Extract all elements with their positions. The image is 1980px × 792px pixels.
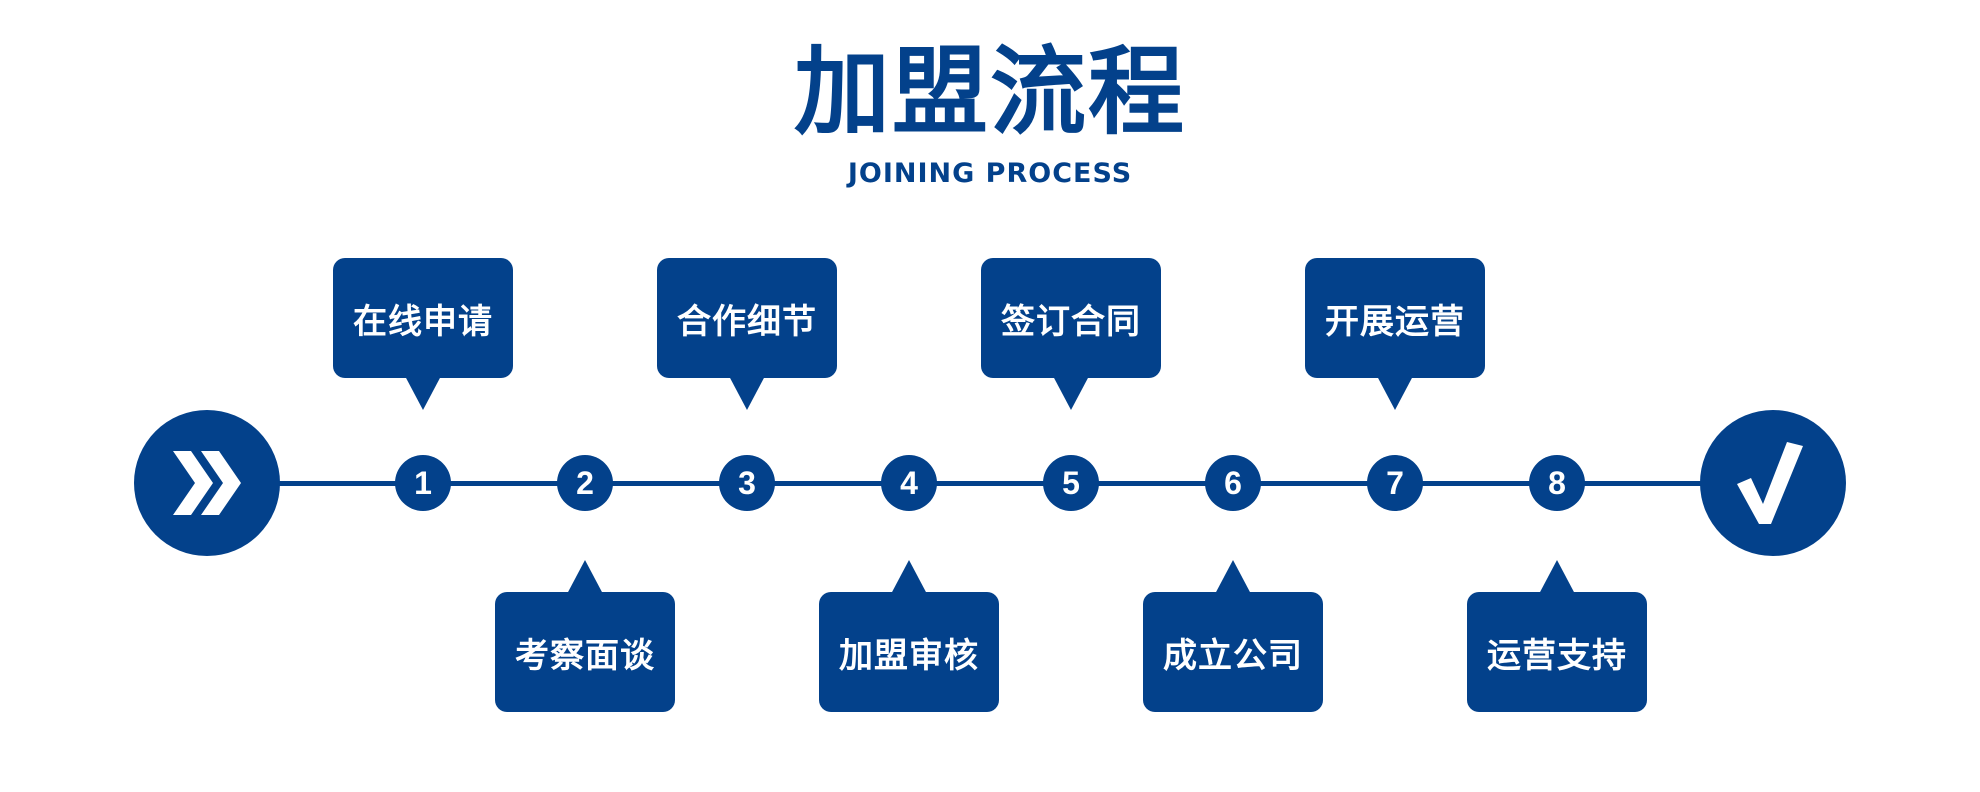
callout-pointer	[405, 376, 441, 410]
callout-pointer	[567, 560, 603, 594]
step-node-2: 2	[557, 455, 613, 511]
step-node-1: 1	[395, 455, 451, 511]
step-callout-2: 考察面谈	[495, 560, 675, 712]
step-callout-8: 运营支持	[1467, 560, 1647, 712]
step-label: 考察面谈	[495, 592, 675, 712]
timeline-start	[134, 410, 280, 556]
step-label: 合作细节	[657, 258, 837, 378]
page-title: 加盟流程	[794, 36, 1186, 148]
timeline-line	[215, 481, 1755, 486]
callout-pointer	[1539, 560, 1575, 594]
step-node-7: 7	[1367, 455, 1423, 511]
step-node-6: 6	[1205, 455, 1261, 511]
double-chevron-right-icon	[173, 451, 241, 515]
step-callout-6: 成立公司	[1143, 560, 1323, 712]
step-label: 签订合同	[981, 258, 1161, 378]
callout-pointer	[1053, 376, 1089, 410]
step-node-8: 8	[1529, 455, 1585, 511]
step-node-4: 4	[881, 455, 937, 511]
step-callout-7: 开展运营	[1305, 258, 1485, 410]
step-node-5: 5	[1043, 455, 1099, 511]
callout-pointer	[1377, 376, 1413, 410]
step-node-3: 3	[719, 455, 775, 511]
step-label: 运营支持	[1467, 592, 1647, 712]
step-label: 在线申请	[333, 258, 513, 378]
timeline-end	[1700, 410, 1846, 556]
step-callout-3: 合作细节	[657, 258, 837, 410]
callout-pointer	[1215, 560, 1251, 594]
step-label: 开展运营	[1305, 258, 1485, 378]
step-label: 加盟审核	[819, 592, 999, 712]
step-label: 成立公司	[1143, 592, 1323, 712]
check-mark-icon	[1737, 442, 1803, 524]
step-callout-1: 在线申请	[333, 258, 513, 410]
callout-pointer	[729, 376, 765, 410]
step-callout-4: 加盟审核	[819, 560, 999, 712]
callout-pointer	[891, 560, 927, 594]
step-callout-5: 签订合同	[981, 258, 1161, 410]
page-subtitle: JOINING PROCESS	[847, 158, 1133, 189]
